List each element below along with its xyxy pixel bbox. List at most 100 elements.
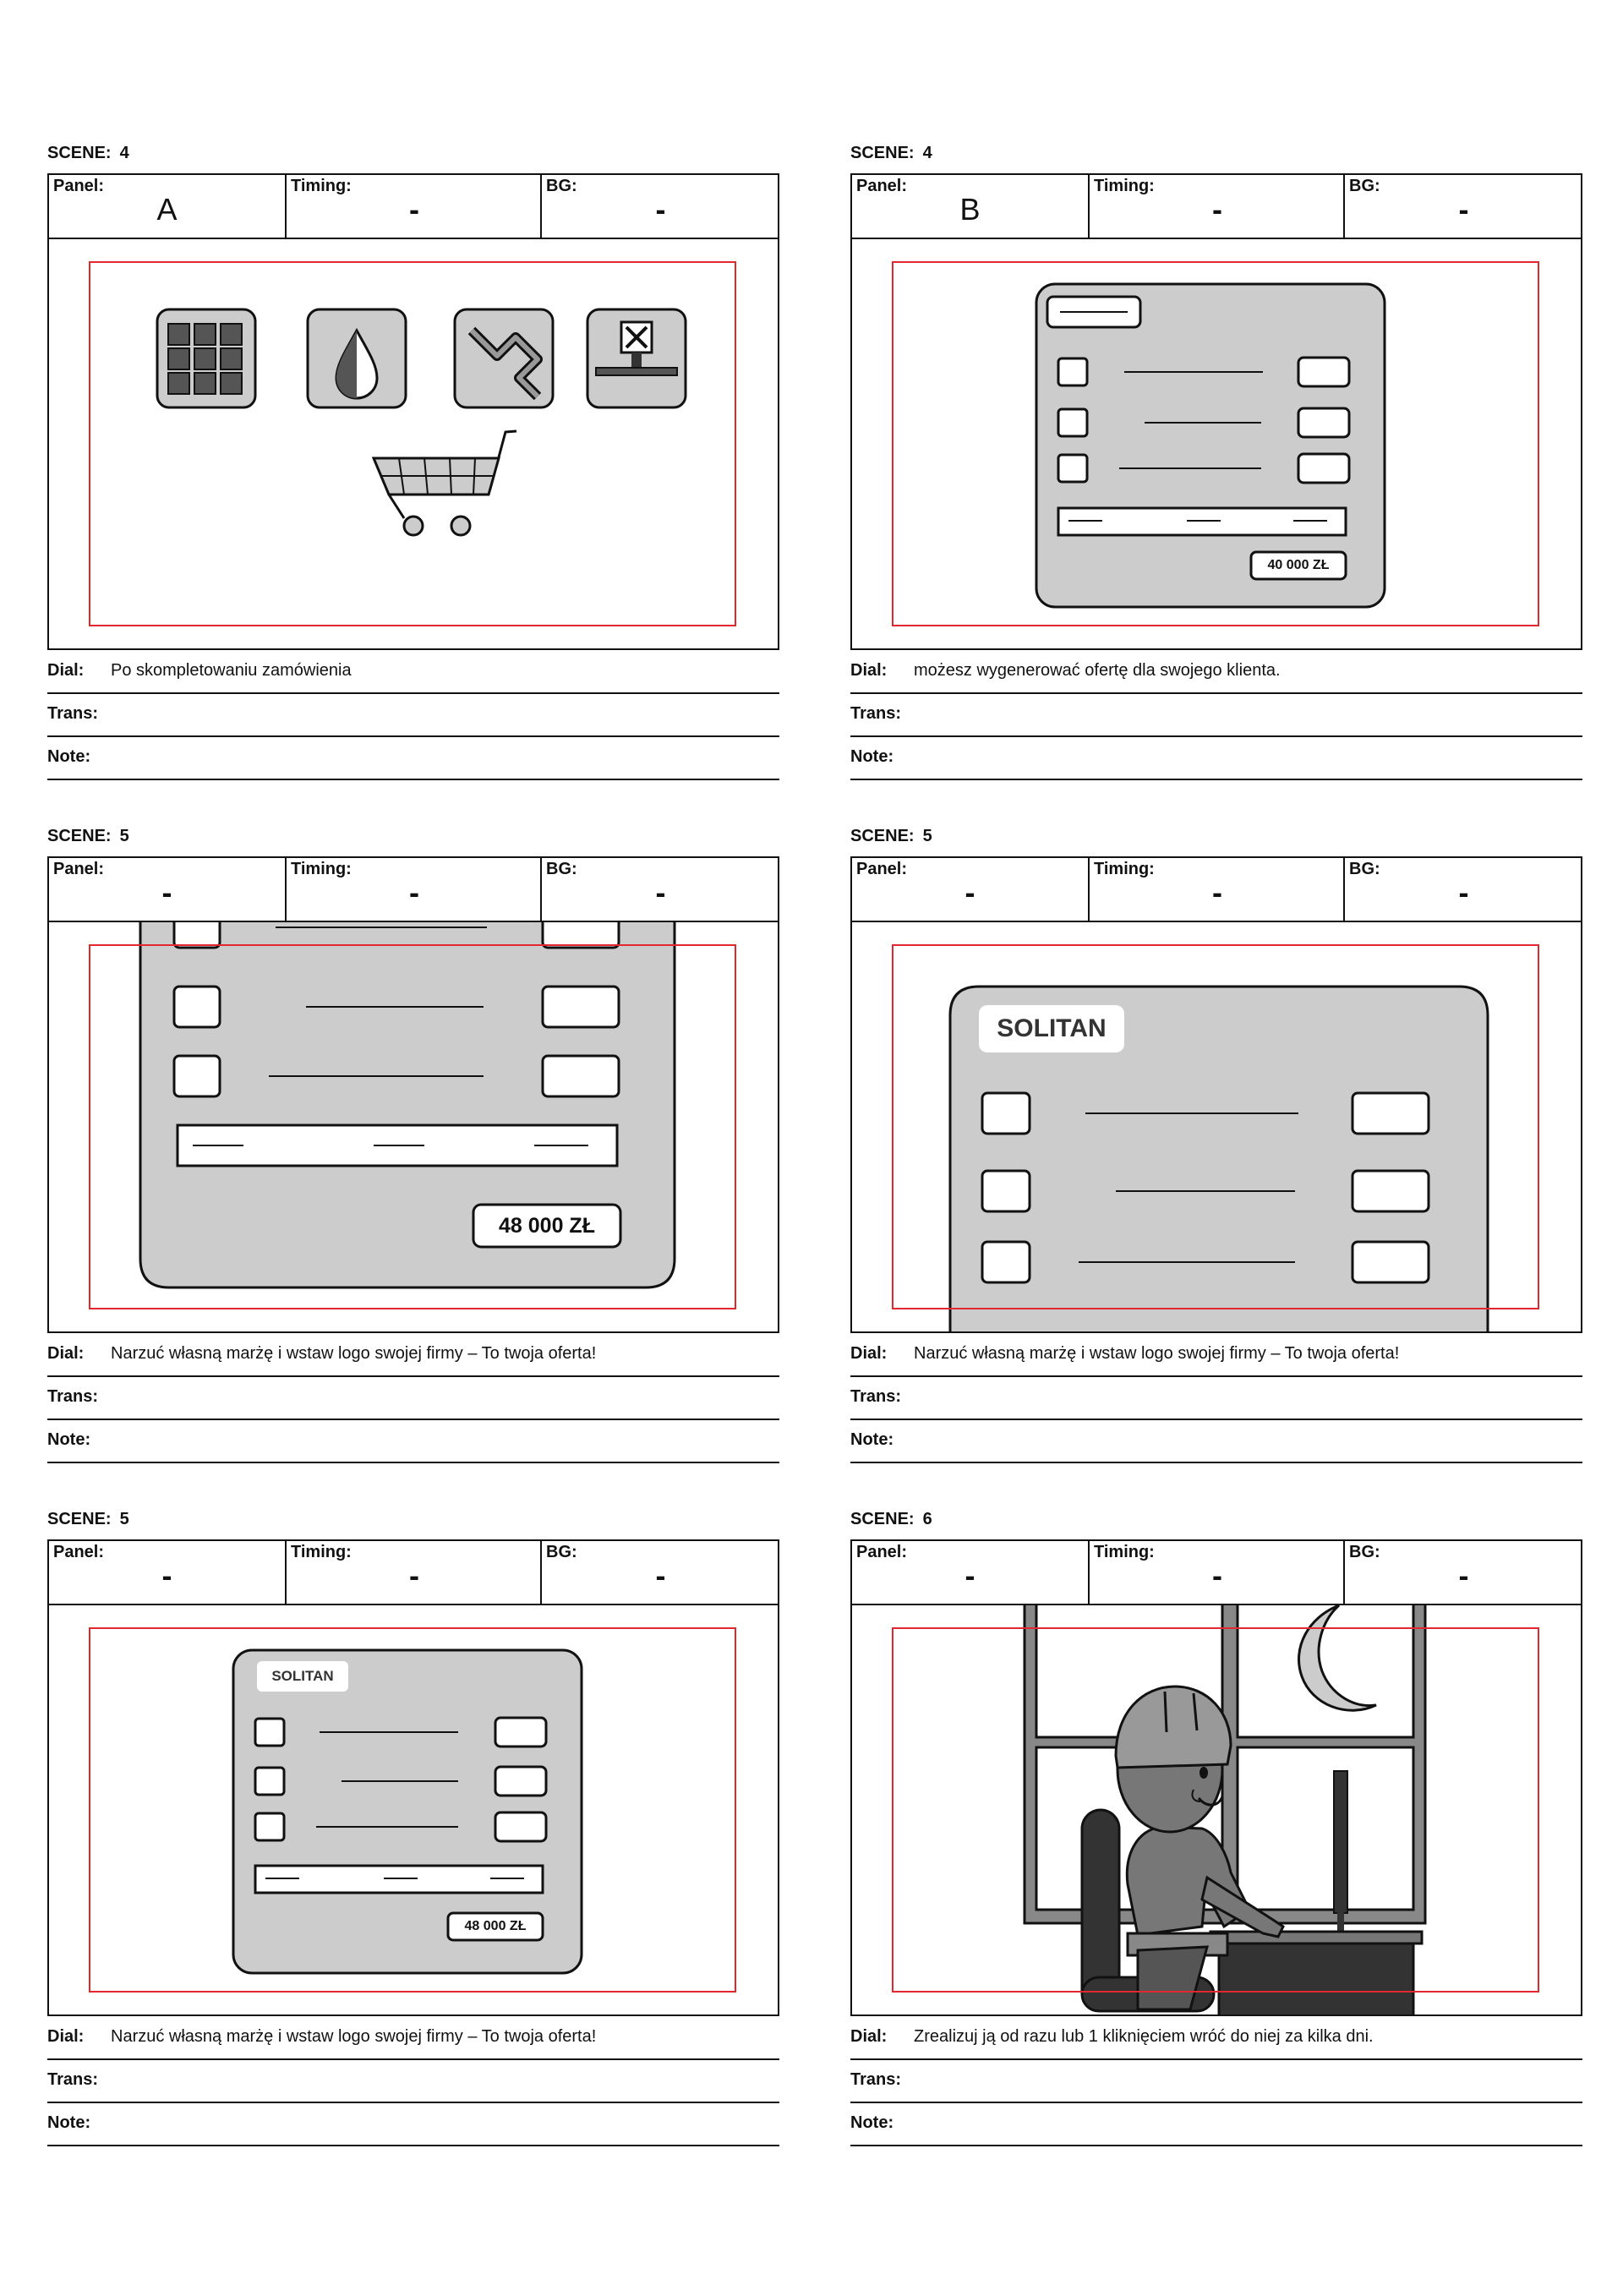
timing-value: - [409,192,419,227]
panel-cell: Panel:A [49,175,285,238]
panel-header: Panel:- Timing:- BG:- [49,1541,778,1605]
scene-number: 5 [922,827,932,845]
monitor-illustration [1333,1770,1348,1932]
scene-number: 5 [119,827,129,845]
dial-text: Po skompletowaniu zamówienia [111,661,352,680]
scene-number: 4 [922,144,932,162]
safe-frame [89,261,736,626]
panel-header: Panel:- Timing:- BG:- [49,858,778,922]
dial-text: Narzuć własną marżę i wstaw logo swojej … [914,1344,1400,1363]
worker-character [1114,1685,1285,2011]
dial-text: Narzuć własną marżę i wstaw logo swojej … [111,2027,597,2046]
scene-label: SCENE:5 [47,827,129,845]
trans-row: Trans: [850,2060,1582,2103]
dial-row: Dial:Po skompletowaniu zamówienia [47,651,779,694]
panel-id: A [156,192,178,227]
panel-header: Panel:B Timing:- BG:- [852,175,1581,239]
trans-row: Trans: [850,694,1582,737]
panel-id: - [965,875,975,910]
safe-frame [892,1627,1539,1993]
scene-number: 6 [922,1510,932,1528]
dial-text: możesz wygenerować ofertę dla swojego kl… [914,661,1281,680]
panel-id: - [161,875,172,910]
timing-value: - [409,1558,419,1593]
panel-artwork: SOLITAN 48 000 ZŁ [49,1605,778,2014]
note-row: Note: [47,737,779,780]
grid-icon [156,308,257,409]
scene-label: SCENE:4 [47,144,129,162]
bg-cell: BG:- [1343,175,1582,238]
panel-notes: Dial:Zrealizuj ją od razu lub 1 kliknięc… [850,2017,1582,2146]
panel-cell: Panel:- [852,858,1088,921]
timing-cell: Timing:- [1088,175,1345,238]
dial-text: Zrealizuj ją od razu lub 1 kliknięciem w… [914,2027,1374,2046]
timing-value: - [1212,1558,1222,1593]
panel-box: Panel:B Timing:- BG:- [850,173,1582,650]
company-logo: SOLITAN [997,1014,1107,1042]
panel-notes: Dial:Po skompletowaniu zamówienia Trans:… [47,651,779,780]
bg-value: - [1458,1558,1469,1593]
dial-row: Dial:Zrealizuj ją od razu lub 1 kliknięc… [850,2017,1582,2060]
trans-row: Trans: [47,694,779,737]
trans-row: Trans: [47,2060,779,2103]
company-logo: SOLITAN [271,1668,334,1684]
note-row: Note: [47,1420,779,1463]
timing-cell: Timing:- [1088,1541,1345,1604]
timing-cell: Timing:- [285,175,542,238]
timing-value: - [409,875,419,910]
timing-value: - [1212,192,1222,227]
panel-cell: Panel:- [49,858,285,921]
panel-artwork: SOLITAN [852,922,1581,1331]
panel-artwork [852,1605,1581,2014]
panel-id: - [161,1558,172,1593]
dial-row: Dial:Narzuć własną marżę i wstaw logo sw… [850,1334,1582,1377]
bg-value: - [655,1558,666,1593]
timing-cell: Timing:- [1088,858,1345,921]
bg-value: - [655,192,666,227]
scene-number: 5 [119,1510,129,1528]
panel-box: Panel:- Timing:- BG:- [47,1539,779,2016]
timing-value: - [1212,875,1222,910]
trans-row: Trans: [47,1377,779,1420]
dial-row: Dial:Narzuć własną marżę i wstaw logo sw… [47,2017,779,2060]
panel-notes: Dial:Narzuć własną marżę i wstaw logo sw… [47,1334,779,1463]
scene-label: SCENE:4 [850,144,932,162]
bg-value: - [1458,875,1469,910]
bg-value: - [655,875,666,910]
panel-notes: Dial:możesz wygenerować ofertę dla swoje… [850,651,1582,780]
moon-icon [1298,1605,1377,1712]
desk-illustration [1209,1930,1424,2014]
shopping-cart-icon [371,429,517,537]
panel-header: Panel:A Timing:- BG:- [49,175,778,239]
scene-label: SCENE:5 [47,1510,129,1528]
bg-cell: BG:- [1343,858,1582,921]
timing-cell: Timing:- [285,1541,542,1604]
panel-box: Panel:- Timing:- BG:- [850,1539,1582,2016]
valve-icon [586,308,687,409]
dial-row: Dial:Narzuć własną marżę i wstaw logo sw… [47,1334,779,1377]
note-row: Note: [850,2103,1582,2146]
scene-label: SCENE:6 [850,1510,932,1528]
note-row: Note: [850,737,1582,780]
bg-cell: BG:- [540,858,779,921]
panel-notes: Dial:Narzuć własną marżę i wstaw logo sw… [47,2017,779,2146]
panel-header: Panel:- Timing:- BG:- [852,858,1581,922]
dial-text: Narzuć własną marżę i wstaw logo swojej … [111,1344,597,1363]
panel-cell: Panel:B [852,175,1088,238]
water-drop-icon [306,308,407,409]
panel-artwork [49,239,778,648]
panel-id: - [965,1558,975,1593]
price-label: 48 000 ZŁ [464,1919,527,1933]
panel-id: B [959,192,981,227]
scene-label: SCENE:5 [850,827,932,845]
bg-value: - [1458,192,1469,227]
panel-box: Panel:- Timing:- BG:- [47,856,779,1333]
panel-artwork: 48 000 ZŁ [49,922,778,1331]
scene-number: 4 [119,144,129,162]
bg-cell: BG:- [540,1541,779,1604]
panel-artwork: 40 000 ZŁ [852,239,1581,648]
panel-header: Panel:- Timing:- BG:- [852,1541,1581,1605]
panel-cell: Panel:- [852,1541,1088,1604]
price-label: 48 000 ZŁ [499,1214,595,1238]
price-label: 40 000 ZŁ [1267,558,1330,572]
